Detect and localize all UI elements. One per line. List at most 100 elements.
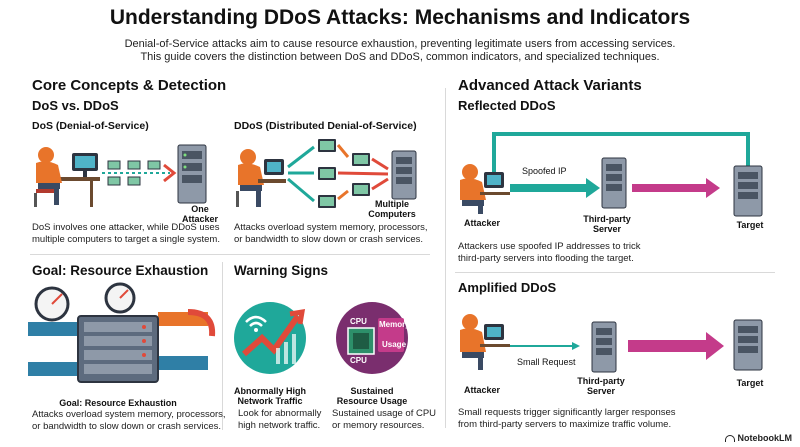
- reflected-description: Attackers use spoofed IP addresses to tr…: [458, 241, 641, 264]
- cpu-chip-bottom-label: CPU: [350, 356, 367, 365]
- resource-label-line-1: Sustained: [350, 386, 394, 396]
- traffic-desc-line-2: high network traffic.: [238, 419, 321, 431]
- resource-usage-illustration: [336, 302, 408, 374]
- subtitle-line-1: Denial-of-Service attacks aim to cause r…: [124, 38, 676, 50]
- dos-label-line-2: Attacker: [181, 214, 219, 224]
- brand-label: NotebookLM: [737, 433, 793, 443]
- amplified-desc-line-1: Small requests trigger significantly lar…: [458, 407, 676, 418]
- amplified-response-arrow-icon: [628, 340, 708, 352]
- ddos-description: Attacks overload system memory, processo…: [234, 222, 428, 245]
- reflected-desc-line-1: Attackers use spoofed IP addresses to tr…: [458, 241, 641, 252]
- exhaustion-illustration: [28, 282, 216, 383]
- gauge-icon: [34, 282, 136, 322]
- reflected-target-label: Target: [736, 220, 764, 230]
- amplified-heading: Amplified DDoS: [458, 280, 557, 295]
- ddos-heading: DDoS (Distributed Denial-of-Service): [234, 120, 417, 132]
- spoofed-request-arrow-icon: [510, 184, 588, 192]
- server-icon: [177, 144, 207, 204]
- reflected-illustration: [460, 132, 763, 217]
- hacker-icon: [34, 147, 62, 207]
- memory-icon: [378, 318, 404, 352]
- resource-label-line-2: Resource Usage: [336, 396, 408, 406]
- amplified-desc-line-2: from third-party servers to maximize tra…: [458, 418, 672, 430]
- amplified-third-line-2: Server: [586, 386, 616, 396]
- ddos-desc-line-1: Attacks overload system memory, processo…: [234, 222, 428, 233]
- resource-desc-line-1: Sustained usage of CPU: [332, 408, 437, 419]
- target-server-icon: [733, 165, 763, 217]
- reflected-third-party-label: Third-party Server: [572, 214, 642, 234]
- target-server-icon: [733, 319, 763, 371]
- horizontal-divider-left: [30, 254, 430, 255]
- third-party-server-icon: [591, 321, 617, 373]
- botnet-icon: [287, 139, 389, 208]
- pipe-icon: [28, 309, 216, 376]
- spoofed-ip-label: Spoofed IP: [522, 166, 567, 176]
- wifi-icon: [245, 315, 267, 332]
- core-concepts-title: Core Concepts & Detection: [32, 77, 227, 94]
- cpu-chip-icon: [347, 327, 375, 355]
- third-party-server-icon: [601, 157, 627, 209]
- dos-attacker-label: One Attacker: [170, 204, 230, 224]
- ddos-computers-label: Multiple Computers: [352, 199, 432, 219]
- exhaustion-desc-line-2: or bandwidth to slow down or crash servi…: [32, 420, 222, 432]
- reflected-third-line-2: Server: [592, 224, 622, 234]
- resource-description: Sustained usage of CPU or memory resourc…: [332, 408, 436, 431]
- left-subdivider: [222, 262, 223, 430]
- usage-label: Usage: [382, 340, 407, 349]
- dos-desc-line-1: DoS involves one attacker, while DDoS us…: [32, 222, 220, 233]
- traffic-spike-illustration: [234, 302, 306, 374]
- vertical-divider: [445, 88, 446, 428]
- dos-vs-ddos-heading: DoS vs. DDoS: [32, 98, 119, 113]
- advanced-title: Advanced Attack Variants: [458, 77, 642, 94]
- desk-icon: [56, 177, 100, 181]
- page-title: Understanding DDoS Attacks: Mechanisms a…: [109, 6, 691, 29]
- horizontal-divider-right: [455, 272, 775, 273]
- dos-description: DoS involves one attacker, while DDoS us…: [32, 222, 220, 245]
- traffic-label: Abnormally High Network Traffic: [230, 386, 310, 406]
- notebooklm-logo-icon: [724, 435, 735, 443]
- warning-signs-title: Warning Signs: [234, 263, 328, 278]
- resource-desc-line-2: or memory resources.: [332, 419, 425, 431]
- traffic-label-line-2: Network Traffic: [237, 396, 303, 406]
- ddos-illustration: [236, 139, 417, 208]
- amplified-third-line-1: Third-party: [577, 376, 625, 386]
- hacker-icon: [460, 314, 510, 370]
- cpu-chip-top-label: CPU: [350, 317, 367, 326]
- memory-label: Memory: [379, 320, 410, 329]
- brand-watermark: NotebookLM: [724, 433, 793, 443]
- hacker-icon: [236, 149, 264, 207]
- resource-label: Sustained Resource Usage: [330, 386, 414, 406]
- traffic-label-line-1: Abnormally High: [233, 386, 306, 396]
- reflected-heading: Reflected DDoS: [458, 98, 556, 113]
- subtitle-line-2: This guide covers the distinction betwee…: [140, 51, 660, 63]
- dos-heading: DoS (Denial-of-Service): [32, 120, 149, 132]
- ddos-desc-line-2: or bandwidth to slow down or crash servi…: [234, 233, 424, 245]
- dos-label-line-1: One: [191, 204, 209, 214]
- amplified-description: Small requests trigger significantly lar…: [458, 407, 676, 430]
- exhaustion-desc-line-1: Attacks overload system memory, processo…: [32, 409, 226, 420]
- amplified-illustration: [460, 314, 763, 373]
- page-subtitle: Denial-of-Service attacks aim to cause r…: [0, 38, 800, 64]
- amplified-third-party-label: Third-party Server: [566, 376, 636, 396]
- exhaustion-title: Goal: Resource Exhaustion: [32, 263, 209, 278]
- reflected-attacker-label: Attacker: [463, 218, 501, 228]
- hacker-icon: [460, 164, 510, 214]
- dos-illustration: [34, 144, 207, 207]
- reflected-loop-path-icon: [492, 132, 750, 174]
- amplified-target-label: Target: [736, 378, 764, 388]
- reflected-third-line-1: Third-party: [583, 214, 631, 224]
- exhaustion-description: Attacks overload system memory, processo…: [32, 409, 226, 432]
- dos-desc-line-2: multiple computers to target a single sy…: [32, 233, 220, 245]
- reflected-flood-arrow-icon: [632, 184, 708, 192]
- packet-flow-icon: [102, 160, 177, 186]
- small-request-label: Small Request: [517, 357, 576, 367]
- traffic-description: Look for abnormally high network traffic…: [238, 408, 321, 431]
- server-stack-icon: [77, 315, 159, 383]
- ddos-label-line-1: Multiple: [375, 199, 409, 209]
- amplified-attacker-label: Attacker: [463, 385, 501, 395]
- exhaustion-label: Goal: Resource Exhaustion: [59, 398, 177, 408]
- traffic-desc-line-1: Look for abnormally: [238, 408, 322, 419]
- trend-up-icon: [242, 314, 301, 357]
- server-icon: [391, 150, 417, 200]
- reflected-desc-line-2: third-party servers into flooding the ta…: [458, 252, 634, 264]
